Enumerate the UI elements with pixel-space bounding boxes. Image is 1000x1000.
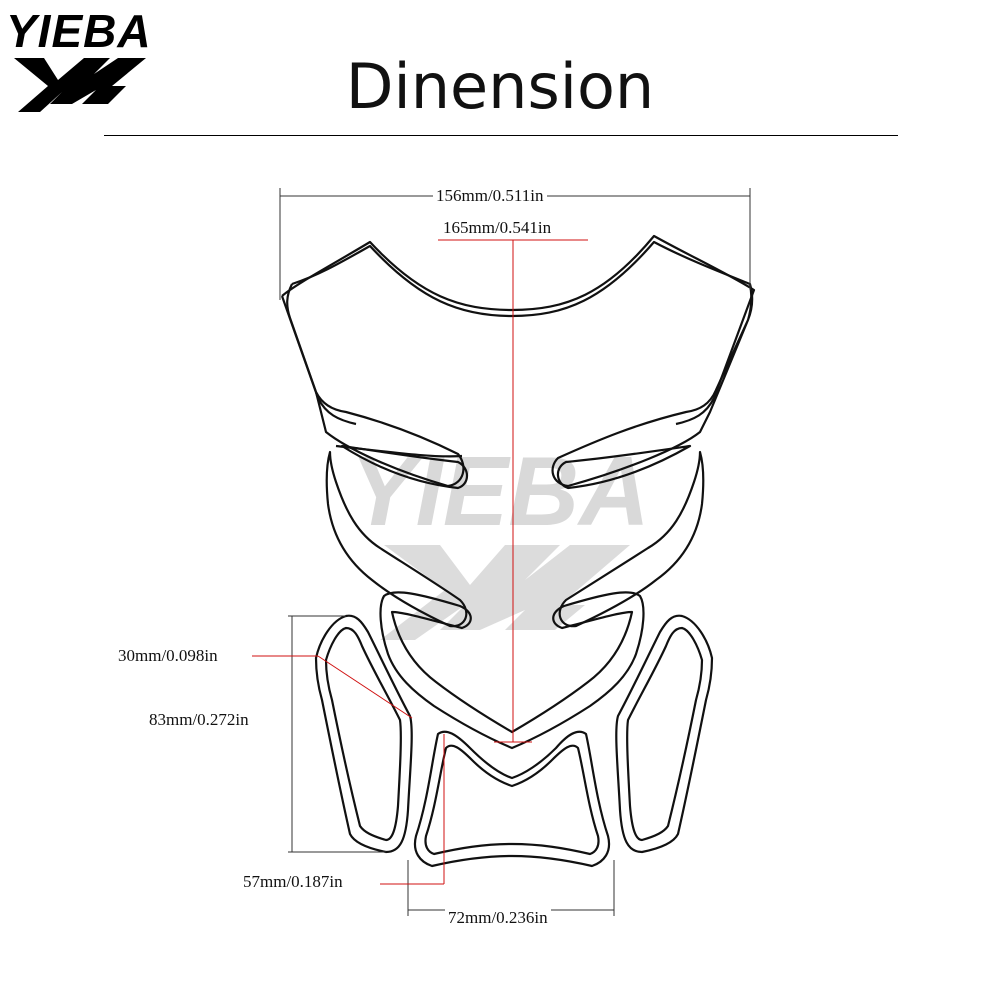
title-divider [104,135,898,136]
right-arm-piece [556,444,705,628]
side-width-label: 30mm/0.098in [115,646,221,666]
bottom-pad-piece [413,730,611,868]
logo-wing-icon [14,58,146,112]
page-title: Dinension [345,50,655,123]
top-width-label: 156mm/0.511in [433,186,547,206]
left-side-piece [314,614,413,854]
watermark-wing-icon [380,545,630,640]
total-height-label: 165mm/0.541in [440,218,555,238]
brand-logo-text: YIEBA [6,5,152,57]
bottom-height-label: 57mm/0.187in [240,872,346,892]
right-side-piece [615,614,714,854]
highlight-lines [252,239,588,885]
bottom-width-label: 72mm/0.236in [445,908,551,928]
side-height-label: 83mm/0.272in [146,710,252,730]
